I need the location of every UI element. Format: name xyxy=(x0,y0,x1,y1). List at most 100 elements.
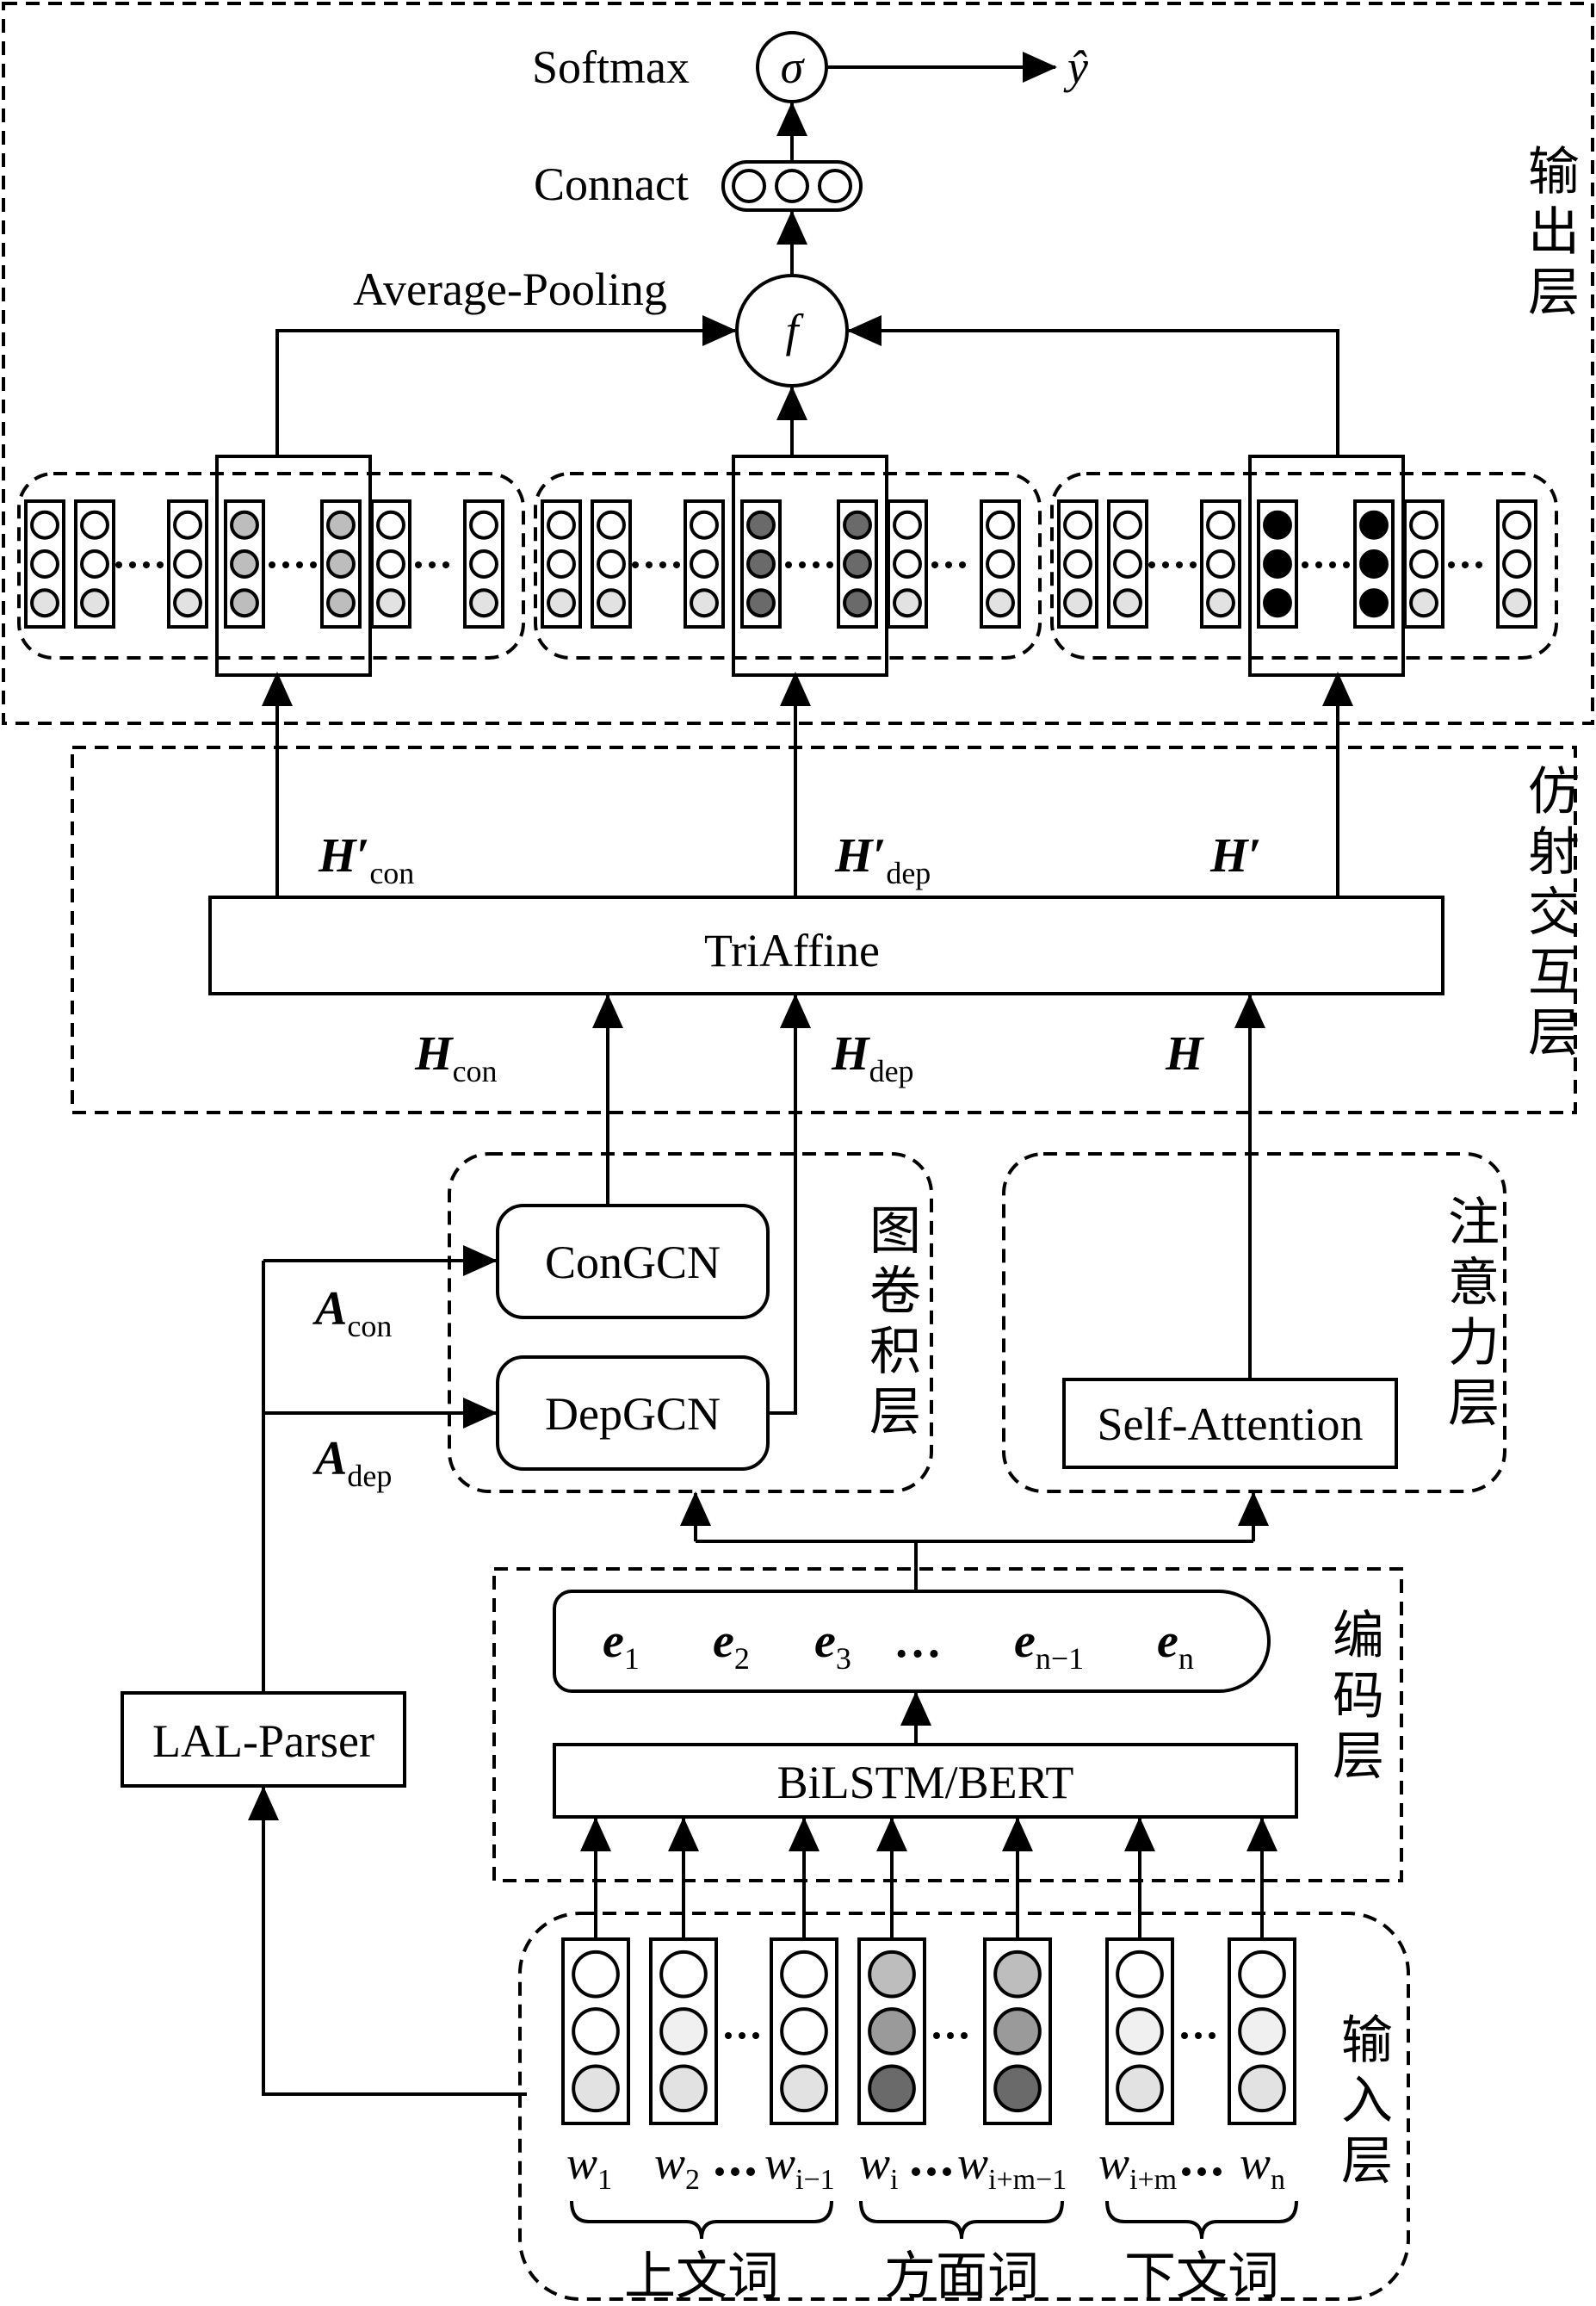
feature-vector-attn-1 xyxy=(1057,499,1098,629)
connact-dot-2 xyxy=(775,169,809,203)
input-vector-4 xyxy=(857,1937,926,2125)
right-context-label: 下文词 xyxy=(1124,2247,1279,2306)
input-ellipsis-aspect xyxy=(933,2032,968,2039)
embedding-split-line xyxy=(696,1540,918,1591)
lal-parser-label: LAL-Parser xyxy=(152,1715,374,1767)
input-vector-5 xyxy=(983,1937,1052,2125)
feature-vector-attn-6 xyxy=(1403,499,1444,629)
bilstm-bert-box xyxy=(553,1743,1298,1819)
output-layer-label: 输出层 xyxy=(1528,142,1580,323)
y-hat-output: ŷ xyxy=(1063,41,1088,93)
input-layer-frame xyxy=(518,1912,1410,2301)
softmax-label: Softmax xyxy=(532,41,690,93)
h-con-prime-label: H′con xyxy=(318,829,414,890)
feature-vector-con-6 xyxy=(370,499,411,629)
input-ellipsis-left xyxy=(725,2032,759,2039)
embedding-3: e3 xyxy=(814,1615,851,1676)
embedding-5: en−1 xyxy=(1014,1615,1084,1676)
a-dep-label: Adep xyxy=(312,1432,392,1493)
feature-vector-con-2 xyxy=(74,499,115,629)
depgcn-to-triaffine-arrow xyxy=(768,994,811,1415)
word-6: wi+m xyxy=(1098,2137,1177,2196)
feature-vector-dep-3 xyxy=(684,499,725,629)
input-vector-6 xyxy=(1105,1937,1174,2125)
h-prime-label: H′ xyxy=(1209,829,1261,883)
right-context-bracket xyxy=(1105,2200,1298,2240)
embedding-sequence-box xyxy=(553,1590,1271,1693)
word-7: wn xyxy=(1240,2137,1285,2196)
word-ellipsis-3 xyxy=(1182,2167,1222,2176)
affine-layer-frame xyxy=(71,746,1577,1114)
feature-vector-dep-4 xyxy=(740,499,782,629)
ellipsis-dots-attn-c xyxy=(1448,561,1482,568)
feature-group-attn-frame xyxy=(1050,472,1558,660)
embedding-1: e1 xyxy=(603,1615,640,1676)
ellipsis-dots-con-b xyxy=(269,561,317,568)
feature-vector-con-5 xyxy=(320,499,362,629)
connact-label: Connact xyxy=(534,158,689,210)
congcn-label: ConGCN xyxy=(545,1237,721,1288)
feature-vector-con-4 xyxy=(224,499,265,629)
input-vector-3 xyxy=(770,1937,838,2125)
feature-vector-dep-5 xyxy=(837,499,878,629)
input-to-parser-arrow xyxy=(248,1786,527,2096)
input-vector-7 xyxy=(1228,1937,1296,2125)
feature-vector-attn-7 xyxy=(1496,499,1537,629)
left-context-bracket xyxy=(570,2200,833,2240)
ellipsis-dots-dep-c xyxy=(931,561,966,568)
left-context-label: 上文词 xyxy=(624,2247,779,2306)
ellipsis-dots-dep-b xyxy=(785,561,833,568)
congcn-box xyxy=(496,1204,770,1319)
feature-vector-attn-5 xyxy=(1353,499,1395,629)
input-word-vectors xyxy=(561,1817,1296,2125)
feature-vector-groups xyxy=(17,455,1558,677)
feature-group-dep-frame xyxy=(534,472,1042,660)
feature-vector-attn-2 xyxy=(1107,499,1148,629)
aspect-bracket xyxy=(859,2200,1064,2240)
sigma-symbol: σ xyxy=(781,41,806,93)
feature-group-con-frame xyxy=(17,472,525,660)
ellipsis-dots-attn-a xyxy=(1148,561,1197,568)
feature-vector-dep-1 xyxy=(541,499,582,629)
self-attention-box xyxy=(1062,1378,1398,1469)
h-dep-label: Hdep xyxy=(831,1027,914,1088)
word-2: w2 xyxy=(654,2137,700,2196)
triaffine-box xyxy=(208,896,1444,995)
feature-vector-attn-3 xyxy=(1200,499,1241,629)
ellipsis-dots-dep-a xyxy=(632,561,680,568)
word-5: wi+m−1 xyxy=(957,2137,1067,2196)
connact-dot-1 xyxy=(732,169,766,203)
aspect-label: 方面词 xyxy=(884,2247,1039,2306)
input-vector-2 xyxy=(649,1937,718,2125)
pool-con-to-f-arrow xyxy=(275,315,737,455)
embedding-2: e2 xyxy=(713,1615,750,1676)
input-ellipsis-right xyxy=(1181,2032,1216,2039)
feature-vector-con-1 xyxy=(24,499,65,629)
feature-vector-attn-4 xyxy=(1257,499,1298,629)
word-4: wi xyxy=(859,2137,898,2196)
connact-dot-3 xyxy=(818,169,852,203)
average-pooling-label: Average-Pooling xyxy=(353,263,667,315)
output-layer-frame xyxy=(2,2,1594,725)
embedding-4: … xyxy=(895,1615,943,1668)
affine-layer-label: 仿射交互层 xyxy=(1528,762,1580,1063)
bilstm-bert-label: BiLSTM/BERT xyxy=(777,1757,1074,1808)
ellipsis-dots-attn-b xyxy=(1302,561,1350,568)
input-vector-1 xyxy=(561,1937,630,2125)
feature-vector-dep-2 xyxy=(591,499,632,629)
feature-vector-con-3 xyxy=(167,499,208,629)
feature-vector-dep-7 xyxy=(980,499,1021,629)
word-group-brackets: 上文词 方面词 下文词 xyxy=(570,2200,1298,2306)
input-layer-label: 输入层 xyxy=(1341,2011,1393,2191)
a-con-label: Acon xyxy=(312,1282,392,1343)
encoder-layer-frame xyxy=(492,1567,1403,1882)
self-attention-label: Self-Attention xyxy=(1098,1398,1364,1450)
ellipsis-dots-con-a xyxy=(115,561,164,568)
feature-vector-con-7 xyxy=(463,499,504,629)
word-1: w1 xyxy=(566,2137,612,2196)
ellipsis-dots-con-c xyxy=(415,561,449,568)
h-con-label: Hcon xyxy=(414,1027,498,1088)
